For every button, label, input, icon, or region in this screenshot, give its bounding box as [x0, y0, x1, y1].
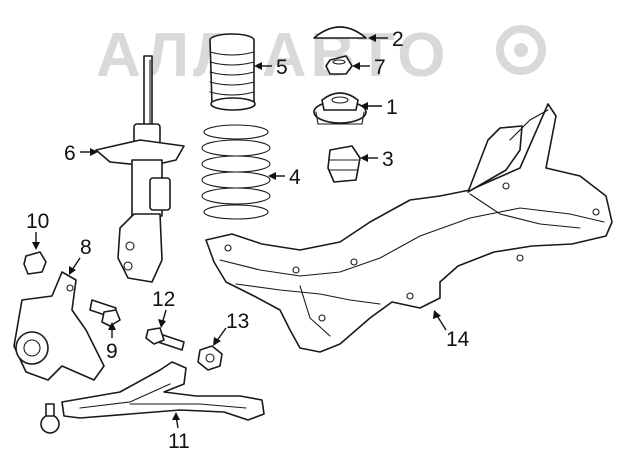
leader-11 [172, 412, 180, 429]
leader-2 [368, 34, 388, 42]
watermark-logo: АЛЛ АВТО [96, 21, 546, 90]
part-bushing-10 [23, 251, 47, 275]
part-nut-7 [325, 55, 353, 75]
callout-12: 12 [152, 288, 175, 311]
part-nut-13 [197, 345, 223, 371]
callout-14: 14 [446, 328, 470, 351]
part-strut-assembly [95, 55, 185, 283]
callout-2: 2 [392, 28, 404, 51]
leader-1 [360, 102, 382, 110]
leader-4 [268, 172, 285, 180]
leader-8 [69, 257, 81, 275]
callout-7: 7 [374, 56, 386, 79]
leader-6 [80, 148, 98, 156]
leader-5 [254, 62, 272, 70]
part-strut-mount [313, 92, 367, 125]
part-subframe [205, 103, 613, 353]
part-lower-control-arm [40, 361, 265, 434]
callout-4: 4 [289, 166, 301, 189]
callout-10: 10 [26, 210, 49, 233]
callout-11: 11 [168, 430, 190, 453]
leader-13 [213, 327, 227, 346]
leader-14 [433, 310, 447, 331]
part-bolt-12 [145, 327, 185, 351]
callout-13: 13 [226, 310, 249, 333]
part-coil-spring [201, 124, 271, 220]
part-bump-stop [327, 145, 361, 183]
callout-6: 6 [64, 142, 76, 165]
leader-7 [352, 62, 370, 70]
part-steering-knuckle [13, 271, 105, 381]
part-bolt-9 [89, 299, 121, 327]
callout-5: 5 [276, 56, 288, 79]
callout-9: 9 [106, 340, 118, 363]
callout-1: 1 [386, 96, 398, 119]
leader-10 [32, 232, 40, 250]
leader-12 [158, 309, 167, 328]
part-dust-boot [209, 33, 256, 111]
part-top-cap [313, 26, 367, 39]
leader-9 [108, 322, 116, 338]
watermark-text: АЛЛ АВТО [96, 21, 450, 90]
callout-3: 3 [382, 148, 394, 171]
callout-8: 8 [80, 236, 92, 259]
leader-3 [360, 154, 378, 162]
